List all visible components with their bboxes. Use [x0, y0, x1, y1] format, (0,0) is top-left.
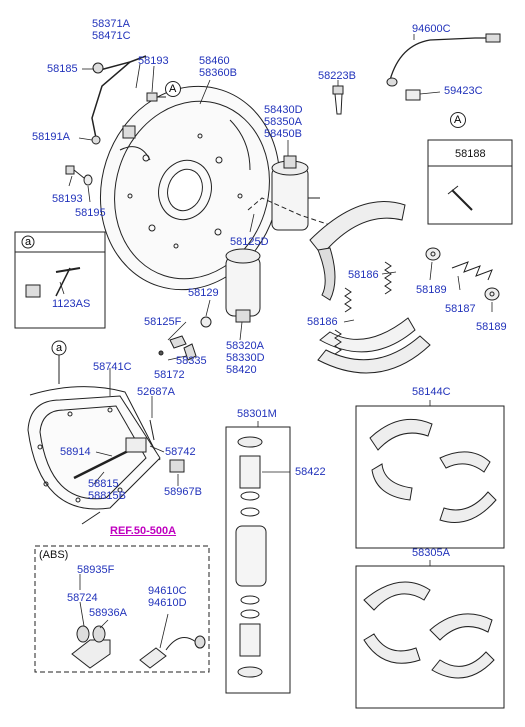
part-label-94600C: 94600C — [412, 23, 451, 35]
backing-plate — [99, 85, 281, 291]
part-label-58320A: 58320A — [226, 340, 264, 352]
abs-sensor-cable — [386, 33, 501, 101]
part-label-58741C: 58741C — [93, 361, 132, 373]
part-label-58724: 58724 — [67, 592, 98, 604]
part-label-52687A: 52687A — [137, 386, 175, 398]
part-label-58125D: 58125D — [230, 236, 269, 248]
part-label-1123AS: 1123AS — [52, 298, 91, 310]
part-label-58305A: 58305A — [412, 547, 450, 559]
part-label-58422: 58422 — [295, 466, 326, 478]
part-label-58420: 58420 — [226, 364, 257, 376]
part-label-58471C: 58471C — [92, 30, 131, 42]
part-label-58189-right: 58189 — [476, 321, 507, 333]
part-label-58330D: 58330D — [226, 352, 265, 364]
callout-A-upper-label: A — [169, 83, 177, 95]
mounting-bolt — [65, 165, 93, 186]
leader-lines — [59, 34, 493, 649]
part-label-58914: 58914 — [60, 446, 91, 458]
return-spring — [334, 261, 392, 355]
part-label-58450B: 58450B — [264, 128, 302, 140]
bleeder-parts — [158, 316, 212, 361]
detail-box-58301M — [225, 426, 291, 694]
part-label-58186-upper: 58186 — [348, 269, 379, 281]
part-label-58185: 58185 — [47, 63, 78, 75]
part-label-58193-lower: 58193 — [52, 193, 83, 205]
part-label-58195: 58195 — [75, 207, 106, 219]
callout-A-right-label: A — [454, 114, 462, 126]
part-label-58460: 58460 — [199, 55, 230, 67]
part-label-58172: 58172 — [154, 369, 185, 381]
part-label-58967B: 58967B — [164, 486, 202, 498]
detail-box-58305A — [355, 565, 505, 709]
detail-box-58144C — [355, 405, 505, 549]
part-label-58935F: 58935F — [77, 564, 115, 576]
callout-A-upper — [165, 81, 181, 97]
callout-a-box-label: a — [25, 236, 32, 248]
part-label-94610C: 94610C — [148, 585, 187, 597]
part-label-58335: 58335 — [176, 355, 207, 367]
part-label-58371A: 58371A — [92, 18, 130, 30]
callout-A-right — [450, 112, 466, 128]
abs-label: (ABS) — [39, 549, 69, 561]
brake-shoe-lower — [317, 317, 431, 374]
callout-a-drum-label: a — [56, 342, 63, 354]
part-label-58350A: 58350A — [264, 116, 302, 128]
part-label-58742: 58742 — [165, 446, 196, 458]
wheel-cylinder-assembly — [225, 248, 261, 323]
brake-pipe — [91, 55, 147, 145]
part-label-59423C: 59423C — [444, 85, 483, 97]
part-label-58144C: 58144C — [412, 386, 451, 398]
part-label-94610D: 94610D — [148, 597, 187, 609]
part-label-58815: 58815 — [88, 478, 119, 490]
part-label-58223B: 58223B — [318, 70, 356, 82]
part-label-58189-left: 58189 — [416, 284, 447, 296]
hold-down-cup — [425, 247, 500, 301]
part-label-58191A: 58191A — [32, 131, 70, 143]
abs-box — [34, 545, 210, 673]
screw — [332, 85, 344, 115]
callout-line — [247, 197, 331, 226]
part-label-58815B: 58815B — [88, 490, 126, 502]
part-label-58125F: 58125F — [144, 316, 182, 328]
part-label-58186-lower: 58186 — [307, 316, 338, 328]
part-label-58193-upper: 58193 — [138, 55, 169, 67]
brake-drum-detail — [27, 340, 185, 525]
reference-link[interactable]: REF.50-500A — [110, 525, 177, 537]
part-label-58129: 58129 — [188, 287, 219, 299]
part-label-58936A: 58936A — [89, 607, 127, 619]
part-label-58430D: 58430D — [264, 104, 303, 116]
hold-down-spring — [451, 261, 493, 281]
part-label-58188: 58188 — [455, 148, 486, 160]
brake-shoe-upper — [309, 201, 406, 301]
part-label-58187: 58187 — [445, 303, 476, 315]
detail-box-a — [14, 231, 106, 329]
part-label-58301M: 58301M — [237, 408, 277, 420]
part-label-58360B: 58360B — [199, 67, 237, 79]
bleeder-screw — [122, 92, 166, 139]
detail-box-58188 — [427, 139, 513, 225]
